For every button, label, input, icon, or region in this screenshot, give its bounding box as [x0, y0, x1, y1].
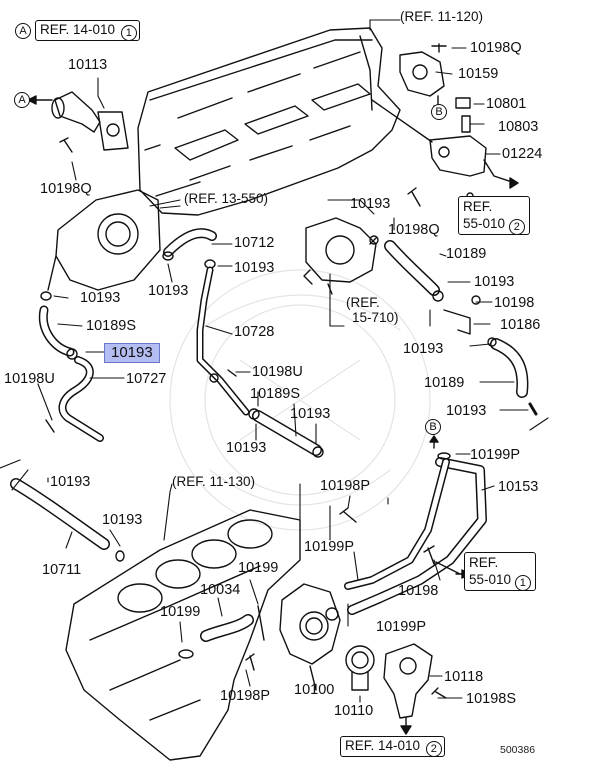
part-label-10198q-pump[interactable]: 10198Q	[388, 222, 440, 238]
part-label-10159[interactable]: 10159	[458, 66, 499, 82]
part-label-10193-hose-right[interactable]: 10193	[102, 512, 143, 528]
ref-55-010-2-line1: REF.	[463, 199, 493, 214]
part-label-10198q[interactable]: 10198Q	[470, 40, 522, 56]
ref-55-010-1-box: REF. 55-010 1	[464, 552, 536, 591]
ref-55-010-1-line2: 55-010 1	[469, 571, 531, 591]
part-label-10193-upper-right[interactable]: 10193	[474, 274, 515, 290]
marker-a-left: A	[14, 92, 30, 108]
part-label-10193-bottom-center[interactable]: 10193	[226, 440, 267, 456]
housing-10100	[279, 583, 341, 691]
part-label-10803[interactable]: 10803	[498, 119, 539, 135]
ref-55-010-2-box: REF. 55-010 2	[458, 196, 530, 235]
part-label-10198[interactable]: 10198	[494, 295, 535, 311]
ref-14-010-1-box: REF. 14-010 1	[35, 20, 140, 41]
ref-55-010-1-line1: REF.	[469, 555, 499, 570]
part-label-10198s[interactable]: 10198S	[466, 691, 516, 707]
ref-11-120: (REF. 11-120)	[400, 9, 484, 24]
marker-b-top: B	[431, 104, 447, 120]
part-label-10113[interactable]: 10113	[68, 57, 108, 73]
diagram-id: 500386	[500, 744, 536, 756]
pipe-10153	[344, 435, 487, 615]
part-label-10193-highlighted[interactable]: 10193	[104, 343, 160, 363]
thermostat-10110	[345, 645, 375, 691]
part-label-10100[interactable]: 10100	[294, 682, 335, 698]
ref-14-010-1-num: 1	[120, 25, 137, 41]
part-label-10189-upper[interactable]: 10189	[446, 246, 487, 262]
part-label-10199p-upper[interactable]: 10199P	[470, 447, 520, 463]
housing-13550	[40, 189, 161, 301]
part-label-10198q-left[interactable]: 10198Q	[40, 181, 92, 197]
part-label-10153[interactable]: 10153	[498, 479, 539, 495]
ref-15-710-line1: (REF.	[346, 295, 380, 310]
part-label-10193-hose-left[interactable]: 10193	[50, 474, 91, 490]
part-label-10801[interactable]: 10801	[486, 96, 527, 112]
pipe-10728	[196, 266, 250, 416]
part-label-10110[interactable]: 10110	[334, 703, 374, 719]
part-label-10193-10712[interactable]: 10193	[234, 260, 275, 276]
part-label-10118[interactable]: 10118	[444, 669, 484, 685]
outlet-10113	[51, 91, 129, 151]
bolts	[59, 137, 474, 699]
part-label-10198p-upper[interactable]: 10198P	[320, 478, 370, 494]
ref-55-010-1-code: 55-010	[469, 572, 512, 587]
ref-55-010-1-num: 1	[514, 575, 531, 591]
ref-15-710-line2: 15-710)	[352, 310, 399, 325]
reference-lines	[0, 19, 549, 541]
part-label-10189s-left[interactable]: 10189S	[86, 318, 136, 334]
pipe-10727	[45, 356, 104, 442]
ref-14-010-2-text: REF. 14-010	[345, 738, 421, 753]
fitting-01224	[371, 99, 519, 189]
part-label-10193-left[interactable]: 10193	[80, 290, 121, 306]
ref-13-550: (REF. 13-550)	[184, 191, 269, 206]
ref-55-010-2-line2: 55-010 2	[463, 215, 525, 235]
engine-block	[65, 509, 301, 761]
part-label-10728[interactable]: 10728	[234, 324, 275, 340]
ref-55-010-2-num: 2	[508, 219, 525, 235]
cylinder-head	[137, 27, 401, 216]
part-label-10711[interactable]: 10711	[42, 562, 82, 578]
part-label-10712[interactable]: 10712	[234, 235, 275, 251]
marker-a-top: A	[15, 23, 31, 39]
part-label-10199p-mid[interactable]: 10199P	[304, 539, 354, 555]
part-label-10186[interactable]: 10186	[500, 317, 541, 333]
part-label-10193-mid[interactable]: 10193	[148, 283, 189, 299]
part-label-01224[interactable]: 01224	[502, 146, 543, 162]
part-label-10198u-left[interactable]: 10198U	[4, 371, 55, 387]
ref-14-010-2-box: REF. 14-010 2	[340, 736, 445, 757]
part-label-10727[interactable]: 10727	[126, 371, 167, 387]
marker-b-lower: B	[425, 419, 441, 435]
water-pump-15710	[303, 217, 379, 295]
ref-14-010-1-text: REF. 14-010	[40, 22, 116, 37]
part-label-10199-upper[interactable]: 10199	[238, 560, 279, 576]
part-label-10193-right[interactable]: 10193	[403, 341, 444, 357]
part-label-10198-lower[interactable]: 10198	[398, 583, 439, 599]
leader-lines	[11, 47, 529, 703]
part-label-10193-pump[interactable]: 10193	[350, 196, 391, 212]
bracket-10186	[443, 309, 471, 335]
ref-11-130: (REF. 11-130)	[172, 474, 256, 489]
part-label-10189-lower[interactable]: 10189	[424, 375, 465, 391]
part-label-10193-lower-right[interactable]: 10193	[446, 403, 487, 419]
part-label-10199-lower[interactable]: 10199	[160, 604, 201, 620]
ref-55-010-2-code: 55-010	[463, 216, 506, 231]
part-label-10193-center[interactable]: 10193	[290, 406, 331, 422]
part-label-10198p-lower[interactable]: 10198P	[220, 688, 270, 704]
ref-14-010-2-num: 2	[425, 741, 442, 757]
part-label-10199p-lower[interactable]: 10199P	[376, 619, 426, 635]
part-label-10189s-center[interactable]: 10189S	[250, 386, 300, 402]
part-label-10198u-center[interactable]: 10198U	[252, 364, 303, 380]
part-label-10034[interactable]: 10034	[200, 582, 241, 598]
cover-10118	[383, 643, 433, 735]
